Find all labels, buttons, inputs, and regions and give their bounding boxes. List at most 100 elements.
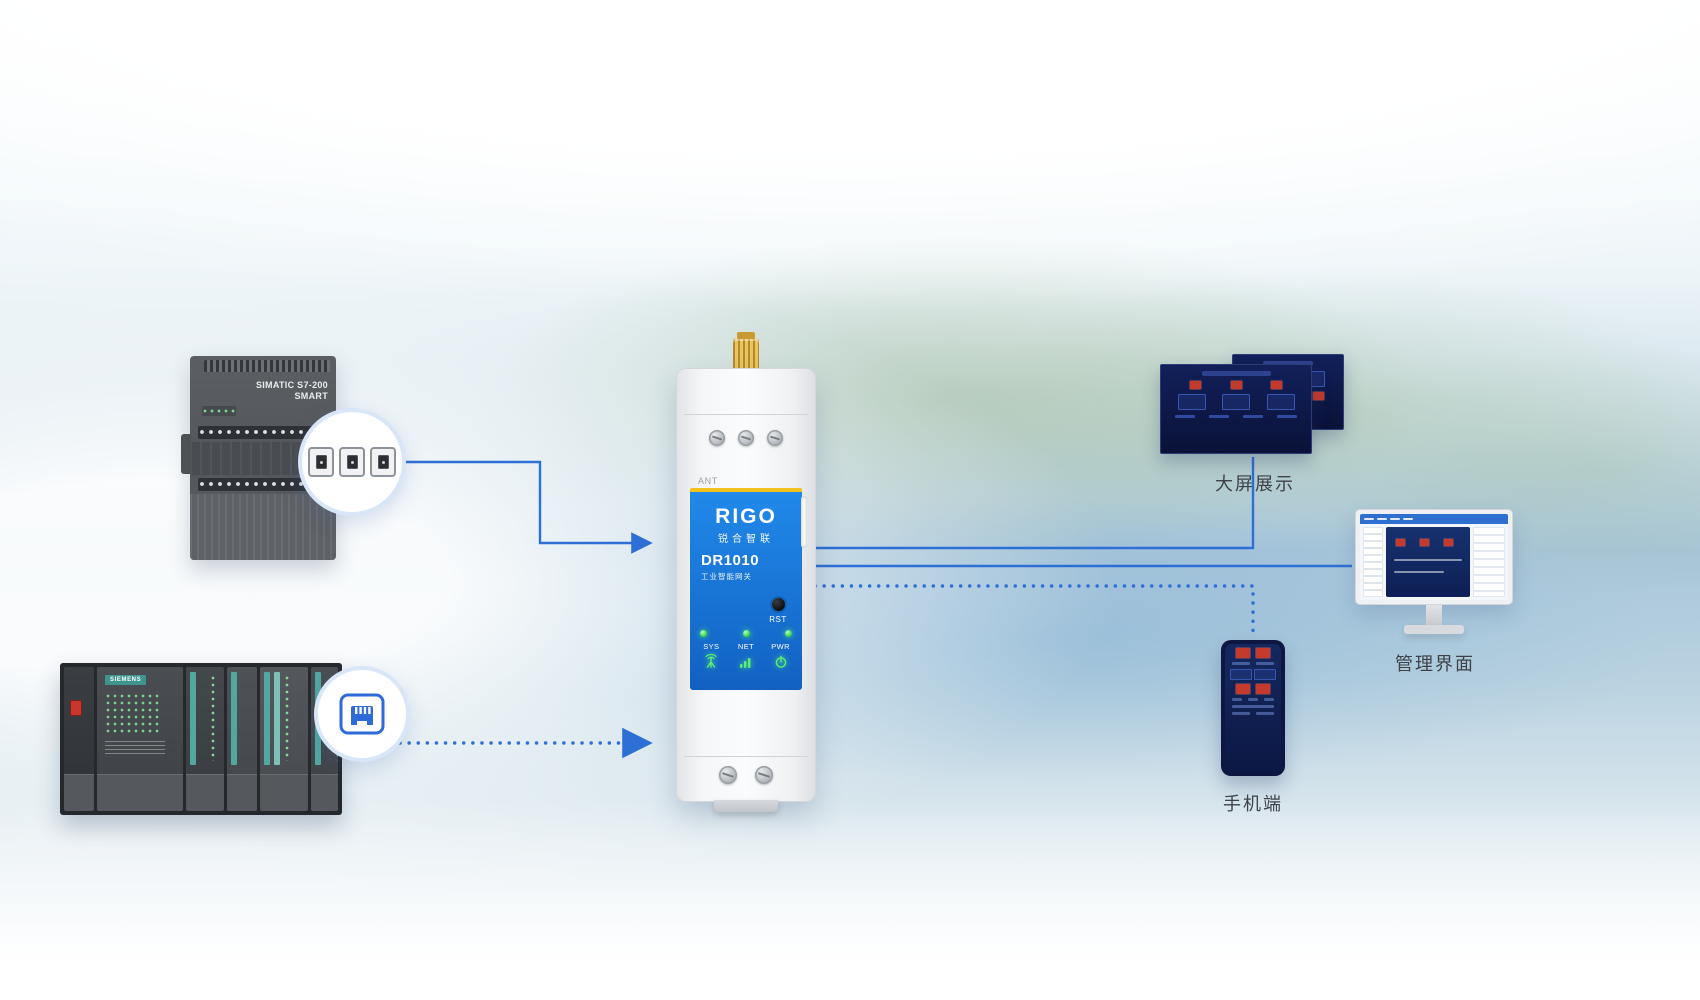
phone-app-row [1229, 662, 1277, 665]
equipment-icon [1270, 381, 1282, 389]
pipe-line [1394, 571, 1445, 573]
phone-app-row [1229, 705, 1277, 708]
plc-lower-band [190, 494, 336, 560]
brand-logo: RIGO [715, 505, 777, 528]
wire-serial-to-gateway [402, 460, 653, 554]
led-dot [742, 630, 750, 637]
din-rail-clip [714, 800, 778, 812]
equipment-icon [1420, 539, 1429, 546]
dashboard-bar [1209, 415, 1229, 418]
equipment-icon [1312, 392, 1324, 400]
led-dot [785, 630, 792, 637]
equipment-icon [1235, 684, 1250, 694]
net-led: NET [731, 642, 761, 669]
signal-bars-icon [739, 658, 751, 668]
module-led-column [210, 675, 218, 761]
dashboard-panel [1177, 394, 1206, 410]
dashboard-row [1161, 381, 1311, 389]
model-subtitle: 工业智能网关 [701, 572, 752, 581]
module-door [97, 774, 183, 811]
module-accent-strip [231, 672, 237, 765]
dashboard-bar [1243, 415, 1263, 418]
screw-icon [719, 766, 737, 784]
ethernet-port-icon [339, 693, 385, 735]
cpu-led-grid [105, 693, 161, 733]
net-led-label: NET [737, 642, 755, 651]
screw-icon [767, 430, 783, 446]
web-app-header [1360, 514, 1508, 524]
phone-app-row [1229, 698, 1277, 701]
dashboard-title-bar [1262, 361, 1314, 366]
plc-model-line2: SMART [294, 391, 328, 401]
power-switch [71, 701, 81, 715]
reset-control: RST [764, 598, 792, 624]
plc-terminal-strip [198, 426, 328, 439]
web-app-sidebar [1363, 527, 1383, 597]
plc-model-text: SIMATIC S7-200 SMART [256, 380, 328, 402]
plc-psu-module [64, 667, 94, 811]
web-app-scada-panel [1386, 527, 1470, 597]
plc-s7-300-device: SIEMENS [60, 663, 342, 815]
bottom-terminal-screws [676, 766, 816, 784]
plc-side-tab [181, 434, 191, 474]
phone-app-row [1229, 648, 1277, 658]
plc-vent-grill [204, 360, 330, 372]
module-accent-strip [264, 672, 270, 765]
sim-card-slot [801, 496, 807, 548]
monitor-label: 管理界面 [1395, 654, 1475, 674]
monitor-frame [1355, 509, 1513, 605]
dashboard-panel [1222, 394, 1250, 410]
mobile-phone [1221, 640, 1285, 776]
module-door [186, 774, 224, 811]
equipment-icon [1190, 381, 1202, 389]
module-accent-strip [190, 672, 196, 765]
monitor-screen [1360, 514, 1508, 600]
equipment-icon [1256, 648, 1271, 658]
dashboard-panel [1230, 669, 1253, 680]
status-led-dots [700, 630, 792, 637]
serial-ports-badge [298, 408, 406, 516]
dashboard-bar [1175, 415, 1195, 418]
top-terminal-screws [676, 430, 816, 446]
plc-terminal-strip [198, 478, 328, 491]
antenna-icon [705, 654, 717, 668]
phone-screen [1225, 644, 1281, 772]
plc-cpu-module: SIEMENS [97, 667, 183, 811]
serial-port-pin [315, 455, 327, 469]
sys-led: SYS [696, 642, 726, 669]
equipment-icon [1444, 539, 1453, 546]
ant-port-label: ANT [698, 476, 718, 486]
plc-io-module [260, 667, 308, 811]
sma-antenna-connector-icon [733, 332, 759, 372]
dashboard-title-bar [1201, 371, 1271, 376]
gateway-front-panel: RIGO 锐合智联 DR1010 工业智能网关 RST SYS [690, 492, 802, 690]
serial-port-pin [377, 455, 389, 469]
gateway-device: ANT RIGO 锐合智联 DR1010 工业智能网关 RST SYS [676, 332, 816, 812]
management-monitor [1355, 509, 1513, 634]
status-led-row: SYS NET PWR [694, 642, 798, 669]
reset-button[interactable] [771, 598, 785, 611]
ethernet-port-badge [314, 666, 410, 762]
equipment-icon [1235, 648, 1250, 658]
pwr-led: PWR [766, 642, 796, 669]
body-groove [684, 414, 808, 415]
power-icon [775, 655, 786, 668]
phone-app-row [1229, 669, 1277, 680]
phone-app-row [1229, 712, 1277, 715]
led-dot [700, 630, 707, 637]
body-groove [684, 756, 808, 757]
accent-stripe [690, 488, 802, 492]
wire-gateway-to-bigscreen [815, 457, 1255, 550]
screw-icon [755, 766, 773, 784]
module-led-column [284, 675, 292, 761]
module-door [64, 774, 94, 811]
serial-ports-row [308, 447, 396, 477]
phone-app-row [1229, 684, 1277, 694]
dashboard-panel [1266, 394, 1295, 410]
siemens-logo: SIEMENS [105, 675, 147, 685]
module-door [311, 774, 338, 811]
monitor-stand-neck [1426, 605, 1442, 625]
sys-led-label: SYS [703, 642, 720, 651]
